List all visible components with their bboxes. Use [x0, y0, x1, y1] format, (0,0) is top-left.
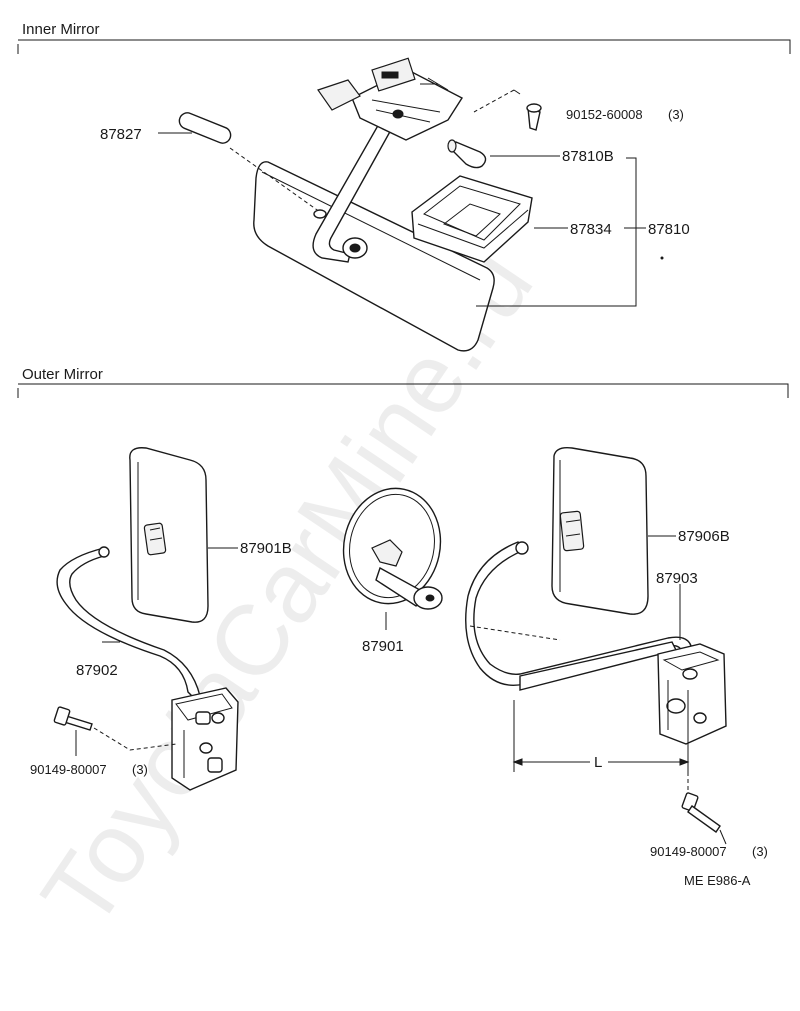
section-title-outer-mirror: Outer Mirror	[22, 366, 103, 383]
label-90149-right-qty: (3)	[752, 844, 768, 859]
inner-mirror-section-frame	[17, 39, 791, 54]
label-90149-left-qty: (3)	[132, 762, 148, 777]
screw-90152	[473, 89, 542, 131]
outer-mirror-87901B	[129, 447, 209, 623]
lamp-lens-87834	[411, 175, 533, 263]
label-87834: 87834	[570, 221, 612, 238]
outer-mirror-87906B	[551, 446, 649, 615]
round-mirror-87901	[342, 487, 443, 630]
figure-code: ME E986-A	[684, 873, 751, 888]
bracket-87810	[476, 157, 637, 307]
label-90149-80007-right: 90149-80007	[650, 844, 727, 859]
bulb-87810B	[447, 139, 487, 169]
label-90152-60008: 90152-60008	[566, 107, 643, 122]
mirror-pin-87827	[178, 112, 327, 219]
dot-mark	[660, 256, 664, 260]
outer-stay-87903	[465, 541, 693, 691]
label-90149-80007-left: 90149-80007	[30, 762, 107, 777]
label-90152-qty: (3)	[668, 107, 684, 122]
outer-mirror-section-frame	[17, 383, 789, 398]
label-87903: 87903	[656, 570, 698, 587]
label-87810B: 87810B	[562, 148, 614, 165]
label-87827: 87827	[100, 126, 142, 143]
bolt-90149-right	[681, 730, 727, 845]
rear-view-mirror-body	[253, 161, 495, 352]
mirror-stay-arm	[312, 121, 393, 263]
label-87901B: 87901B	[240, 540, 292, 557]
label-87906B: 87906B	[678, 528, 730, 545]
label-87810: 87810	[648, 221, 690, 238]
bolt-90149-left	[53, 706, 177, 756]
section-title-inner-mirror: Inner Mirror	[22, 21, 100, 38]
mirror-mount-bracket	[317, 57, 464, 141]
outer-mirror-left-assembly	[53, 447, 239, 791]
label-87902: 87902	[76, 662, 118, 679]
label-87901: 87901	[362, 638, 404, 655]
outer-right-bracket	[657, 643, 727, 745]
outer-mirror-right-assembly	[465, 446, 727, 845]
inner-mirror-assembly	[158, 57, 664, 352]
label-dimension-L: L	[594, 754, 602, 771]
dashed-guide-right	[469, 625, 561, 641]
outer-left-bracket	[171, 687, 239, 791]
